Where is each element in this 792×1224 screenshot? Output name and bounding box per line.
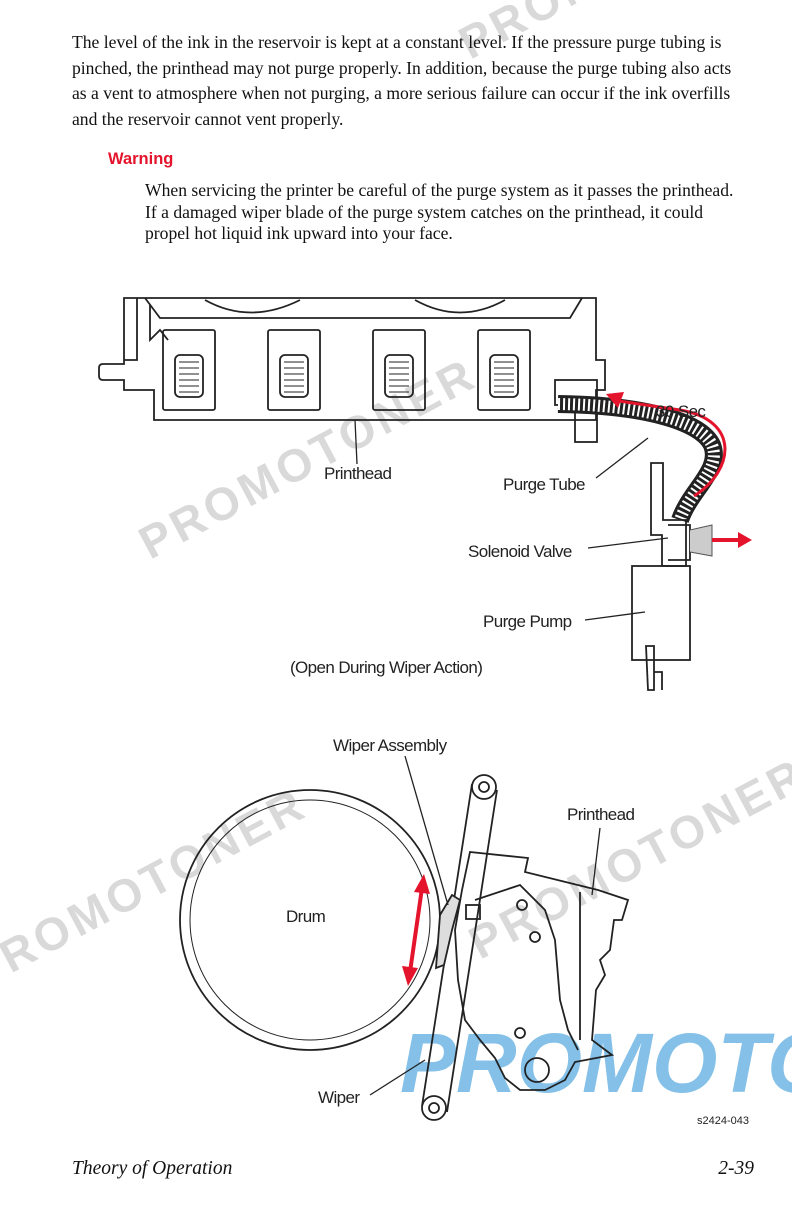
ink-chamber [372,329,426,411]
warning-title: Warning [108,150,174,168]
watermark: PROMOTONER [400,1016,792,1110]
flow-arrow [611,398,727,498]
printhead-label: Printhead [324,464,392,483]
printhead-carriage [454,851,630,1091]
body-paragraph: The level of the ink in the reservoir is… [72,32,732,129]
warning-text: When servicing the printer be careful of… [145,180,734,243]
purge-tube [557,395,723,524]
wiper-belt [421,783,498,1113]
drum-label: Drum [286,907,326,926]
ink-chamber [267,329,321,411]
footer-section-title: Theory of Operation [72,1158,233,1179]
vent-arrowhead [738,532,752,548]
page-number: 2-39 [718,1158,754,1179]
purge-pump [631,565,691,661]
ink-chamber [477,329,531,411]
purge-tube-label: Purge Tube [503,475,585,494]
purge-pump-label: Purge Pump [483,612,572,631]
flow-arrowhead [606,392,624,408]
wiper-label: Wiper [318,1088,360,1107]
motion-arrow [408,887,424,973]
time-label: 30 Sec [656,402,706,421]
wiper-assembly-label: Wiper Assembly [333,736,448,755]
open-note-label: (Open During Wiper Action) [290,658,482,677]
wiper-blade [434,893,462,970]
printhead-label: Printhead [567,805,635,824]
solenoid-valve-label: Solenoid Valve [468,542,572,561]
figure-id-label: s2424-043 [697,1115,749,1127]
ink-chamber [162,329,216,411]
